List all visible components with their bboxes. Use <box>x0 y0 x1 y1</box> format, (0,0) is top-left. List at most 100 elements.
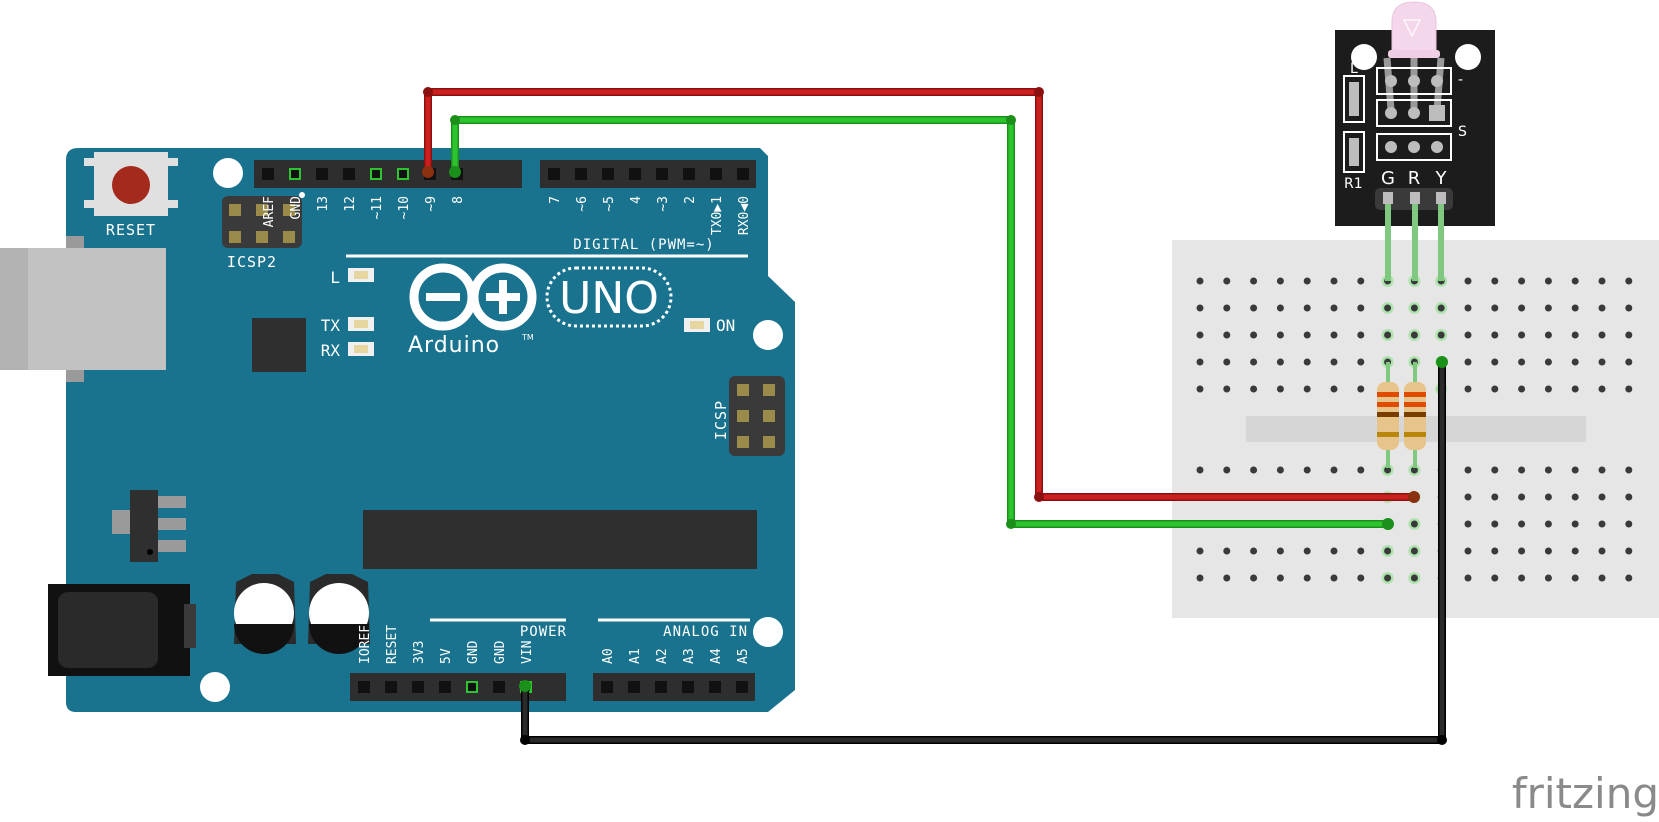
breadboard-hole[interactable] <box>1196 547 1204 555</box>
breadboard-hole[interactable] <box>1598 331 1606 339</box>
breadboard-hole[interactable] <box>1330 466 1338 474</box>
header-pin[interactable] <box>343 168 355 180</box>
breadboard-hole[interactable] <box>1223 574 1231 582</box>
breadboard-hole[interactable] <box>1223 358 1231 366</box>
breadboard-hole[interactable] <box>1303 277 1311 285</box>
breadboard-hole[interactable] <box>1491 574 1499 582</box>
breadboard-hole[interactable] <box>1357 574 1365 582</box>
breadboard-hole[interactable] <box>1491 493 1499 501</box>
breadboard-hole[interactable] <box>1357 358 1365 366</box>
breadboard-hole[interactable] <box>1276 547 1284 555</box>
breadboard-hole[interactable] <box>1276 385 1284 393</box>
breadboard-hole[interactable] <box>1518 547 1526 555</box>
breadboard-hole[interactable] <box>1571 574 1579 582</box>
breadboard-hole[interactable] <box>1223 466 1231 474</box>
header-pin[interactable] <box>736 681 748 693</box>
breadboard-hole[interactable] <box>1196 331 1204 339</box>
breadboard-hole[interactable] <box>1571 277 1579 285</box>
breadboard-hole[interactable] <box>1518 277 1526 285</box>
breadboard-hole[interactable] <box>1384 574 1392 582</box>
breadboard-hole[interactable] <box>1625 304 1633 312</box>
header-pin[interactable] <box>370 168 382 180</box>
header-pin[interactable] <box>289 168 301 180</box>
breadboard-hole[interactable] <box>1544 277 1552 285</box>
breadboard-hole[interactable] <box>1544 466 1552 474</box>
breadboard-hole[interactable] <box>1330 547 1338 555</box>
header-pin[interactable] <box>397 168 409 180</box>
header-pin[interactable] <box>709 681 721 693</box>
breadboard-hole[interactable] <box>1625 574 1633 582</box>
breadboard-hole[interactable] <box>1330 358 1338 366</box>
breadboard-hole[interactable] <box>1544 493 1552 501</box>
breadboard-hole[interactable] <box>1625 331 1633 339</box>
breadboard-hole[interactable] <box>1491 358 1499 366</box>
header-pin[interactable] <box>316 168 328 180</box>
breadboard-hole[interactable] <box>1437 331 1445 339</box>
header-pin[interactable] <box>628 681 640 693</box>
breadboard-hole[interactable] <box>1598 466 1606 474</box>
breadboard-hole[interactable] <box>1384 466 1392 474</box>
breadboard-hole[interactable] <box>1276 304 1284 312</box>
breadboard-hole[interactable] <box>1544 520 1552 528</box>
breadboard-hole[interactable] <box>1518 331 1526 339</box>
breadboard-hole[interactable] <box>1518 358 1526 366</box>
breadboard-hole[interactable] <box>1571 493 1579 501</box>
breadboard-hole[interactable] <box>1464 277 1472 285</box>
header-pin[interactable] <box>412 681 424 693</box>
header-pin[interactable] <box>629 168 641 180</box>
header-pin[interactable] <box>575 168 587 180</box>
header-pin[interactable] <box>737 168 749 180</box>
breadboard-hole[interactable] <box>1464 466 1472 474</box>
breadboard-hole[interactable] <box>1330 277 1338 285</box>
breadboard-hole[interactable] <box>1598 493 1606 501</box>
breadboard-hole[interactable] <box>1303 547 1311 555</box>
breadboard-hole[interactable] <box>1250 304 1258 312</box>
breadboard-hole[interactable] <box>1250 331 1258 339</box>
breadboard-hole[interactable] <box>1625 277 1633 285</box>
header-pin[interactable] <box>385 681 397 693</box>
breadboard-hole[interactable] <box>1410 331 1418 339</box>
header-pin[interactable] <box>262 168 274 180</box>
breadboard-hole[interactable] <box>1250 466 1258 474</box>
breadboard-hole[interactable] <box>1223 331 1231 339</box>
header-pin[interactable] <box>601 681 613 693</box>
breadboard-hole[interactable] <box>1598 574 1606 582</box>
header-pin[interactable] <box>683 168 695 180</box>
breadboard-hole[interactable] <box>1357 547 1365 555</box>
breadboard-hole[interactable] <box>1410 304 1418 312</box>
breadboard-hole[interactable] <box>1330 331 1338 339</box>
breadboard-hole[interactable] <box>1544 574 1552 582</box>
breadboard-hole[interactable] <box>1250 385 1258 393</box>
breadboard-hole[interactable] <box>1276 574 1284 582</box>
header-pin[interactable] <box>466 681 478 693</box>
breadboard-hole[interactable] <box>1410 466 1418 474</box>
breadboard-hole[interactable] <box>1303 466 1311 474</box>
breadboard-hole[interactable] <box>1491 520 1499 528</box>
breadboard-hole[interactable] <box>1357 466 1365 474</box>
breadboard-hole[interactable] <box>1250 547 1258 555</box>
breadboard-hole[interactable] <box>1491 331 1499 339</box>
breadboard-hole[interactable] <box>1196 385 1204 393</box>
breadboard-hole[interactable] <box>1223 277 1231 285</box>
breadboard-hole[interactable] <box>1464 574 1472 582</box>
breadboard-hole[interactable] <box>1571 304 1579 312</box>
breadboard-hole[interactable] <box>1357 331 1365 339</box>
breadboard-hole[interactable] <box>1330 304 1338 312</box>
breadboard-hole[interactable] <box>1196 277 1204 285</box>
header-pin[interactable] <box>682 681 694 693</box>
header-pin[interactable] <box>493 681 505 693</box>
breadboard-hole[interactable] <box>1625 358 1633 366</box>
header-pin[interactable] <box>602 168 614 180</box>
breadboard-hole[interactable] <box>1303 385 1311 393</box>
breadboard-hole[interactable] <box>1464 520 1472 528</box>
breadboard-hole[interactable] <box>1250 277 1258 285</box>
breadboard-hole[interactable] <box>1544 358 1552 366</box>
breadboard-hole[interactable] <box>1625 493 1633 501</box>
breadboard-hole[interactable] <box>1464 547 1472 555</box>
wire-black[interactable] <box>521 362 1446 744</box>
breadboard-hole[interactable] <box>1625 520 1633 528</box>
reset-button[interactable] <box>82 152 178 220</box>
breadboard-hole[interactable] <box>1571 520 1579 528</box>
breadboard-hole[interactable] <box>1410 547 1418 555</box>
breadboard-hole[interactable] <box>1598 385 1606 393</box>
